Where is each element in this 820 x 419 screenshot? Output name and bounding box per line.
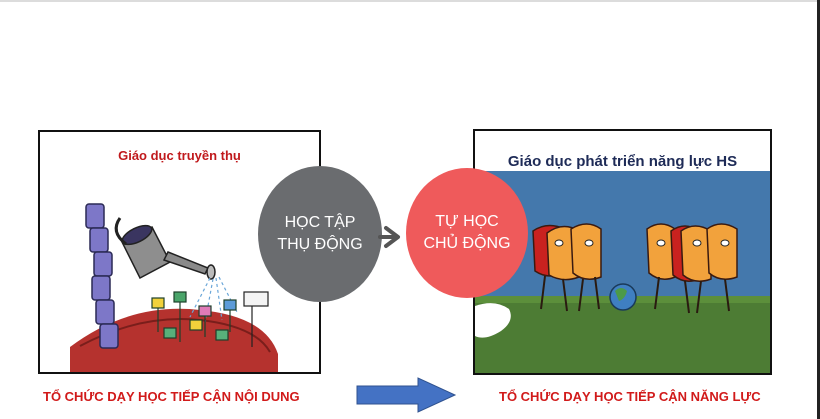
traditional-education-title: Giáo dục truyền thụ	[118, 148, 241, 163]
traditional-education-panel: Giáo dục truyền thụ	[38, 130, 321, 374]
active-learning-bubble: TỰ HỌC CHỦ ĐỘNG	[406, 168, 528, 298]
active-learning-line1: TỰ HỌC	[435, 213, 499, 230]
content-approach-caption: TỔ CHỨC DẠY HỌC TIẾP CẬN NỘI DUNG	[43, 389, 300, 404]
competence-education-title: Giáo dục phát triển năng lực HS	[507, 153, 738, 170]
right-border	[817, 0, 820, 419]
passive-learning-line1: HỌC TẬP	[284, 214, 356, 231]
active-learning-line2: CHỦ ĐỘNG	[423, 235, 511, 252]
top-border	[0, 0, 820, 2]
competence-approach-caption: TỔ CHỨC DẠY HỌC TIẾP CẬN NĂNG LỰC	[499, 389, 761, 404]
passive-learning-bubble: HỌC TẬP THỤ ĐỘNG	[258, 166, 382, 302]
passive-learning-line2: THỤ ĐỘNG	[277, 236, 363, 253]
watering-can-illustration	[70, 203, 278, 372]
